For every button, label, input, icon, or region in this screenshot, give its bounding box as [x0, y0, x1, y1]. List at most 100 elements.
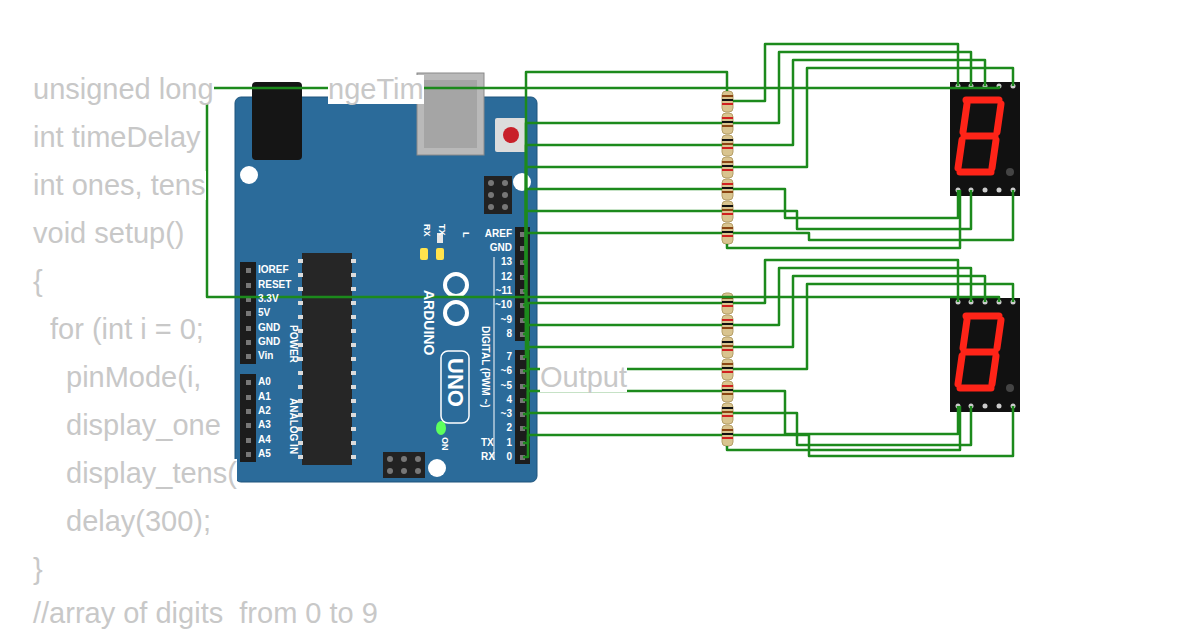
resistor-symbol [722, 315, 733, 336]
resistor-band [722, 165, 733, 167]
chip-pin [298, 385, 303, 389]
icsp-header [484, 176, 512, 214]
resistor-band [722, 169, 733, 171]
resistor-symbol [722, 113, 733, 134]
usb-inner [424, 80, 477, 148]
resistor-band [722, 345, 733, 347]
resistor-band [722, 161, 733, 163]
chip-pin [298, 315, 303, 319]
pin-label: ~10 [495, 300, 512, 310]
pin-label: A5 [258, 449, 271, 459]
chip-pin [351, 329, 356, 333]
header-pin [415, 468, 421, 474]
resistor-band [722, 367, 733, 369]
chip-pin [298, 343, 303, 347]
wire [523, 303, 722, 371]
wire [727, 190, 960, 248]
pin-label: A0 [258, 377, 271, 387]
resistor-band [722, 415, 733, 417]
pin-label: 12 [501, 272, 512, 282]
resistor-band [722, 125, 733, 127]
mounting-hole [428, 459, 446, 477]
chip-pin [351, 259, 356, 263]
header-pin [246, 438, 251, 443]
wire [523, 413, 722, 443]
header-pin [246, 380, 251, 385]
display-body [950, 298, 1020, 412]
chip-pin [298, 399, 303, 403]
resistor-band [722, 327, 733, 329]
code-text: pinMode(i, [66, 363, 201, 392]
resistor-symbol [722, 425, 733, 446]
pin-label: TX [481, 438, 494, 448]
wire [523, 167, 722, 305]
resistor-band [722, 227, 733, 229]
pin-label: POWER [288, 325, 298, 363]
display-segment [960, 385, 991, 392]
header-pin [246, 311, 251, 316]
display-segment [960, 169, 991, 176]
resistor-band [722, 301, 733, 303]
resistor-band [722, 349, 733, 351]
pin-label: 7 [506, 352, 512, 362]
display-segment [997, 104, 1001, 132]
display-segment [966, 97, 999, 104]
chip-pin [298, 287, 303, 291]
tx-led [436, 248, 444, 260]
chip-pin [298, 259, 303, 263]
resistor-band [722, 117, 733, 119]
chip-pin [351, 357, 356, 361]
chip-pin [351, 343, 356, 347]
resistor-symbol [722, 157, 733, 178]
header-pin [401, 456, 407, 462]
arduino-logo [445, 274, 467, 296]
display-segment [992, 140, 996, 168]
header-pin [246, 354, 251, 359]
resistor-band [722, 235, 733, 237]
resistor-band [722, 389, 733, 391]
resistor-band [722, 393, 733, 395]
analog-header [240, 374, 256, 462]
wire [733, 284, 1013, 369]
wire [733, 406, 971, 445]
pin-label: DIGITAL (PWM ~) [480, 326, 490, 408]
display-pin [983, 404, 988, 409]
header-pin [246, 283, 251, 288]
resistor-band [722, 411, 733, 413]
chip-pin [351, 413, 356, 417]
reset-button-base [495, 118, 527, 152]
chip-pin [351, 287, 356, 291]
pin-label: ON [440, 437, 449, 451]
chip-pin [351, 273, 356, 277]
decimal-point [1006, 384, 1014, 392]
wire [727, 406, 960, 450]
wire-group [207, 44, 1013, 457]
wire [523, 233, 722, 357]
resistor-band [722, 143, 733, 145]
code-text: } [33, 555, 43, 584]
resistor-band [722, 363, 733, 365]
pin-label: UNO [444, 358, 466, 407]
chip-pin [298, 441, 303, 445]
microcontroller-chip [302, 253, 352, 465]
chip-pin [351, 315, 356, 319]
display-segment [958, 140, 962, 168]
mounting-hole [240, 166, 258, 184]
display-pin [997, 188, 1002, 193]
chip-pin [298, 413, 303, 417]
header-pin [246, 340, 251, 345]
resistor-band [722, 407, 733, 409]
pin-label: A3 [258, 420, 271, 430]
header-pin [387, 468, 393, 474]
wire [733, 260, 958, 303]
header-pin [246, 326, 251, 331]
header-pin [520, 246, 525, 251]
resistor-symbol [722, 135, 733, 156]
uno-frame [441, 351, 469, 423]
resistor-symbol [722, 179, 733, 200]
resistor-band [722, 209, 733, 211]
wire [523, 211, 722, 334]
resistor-band [722, 429, 733, 431]
resistor-band [722, 231, 733, 233]
